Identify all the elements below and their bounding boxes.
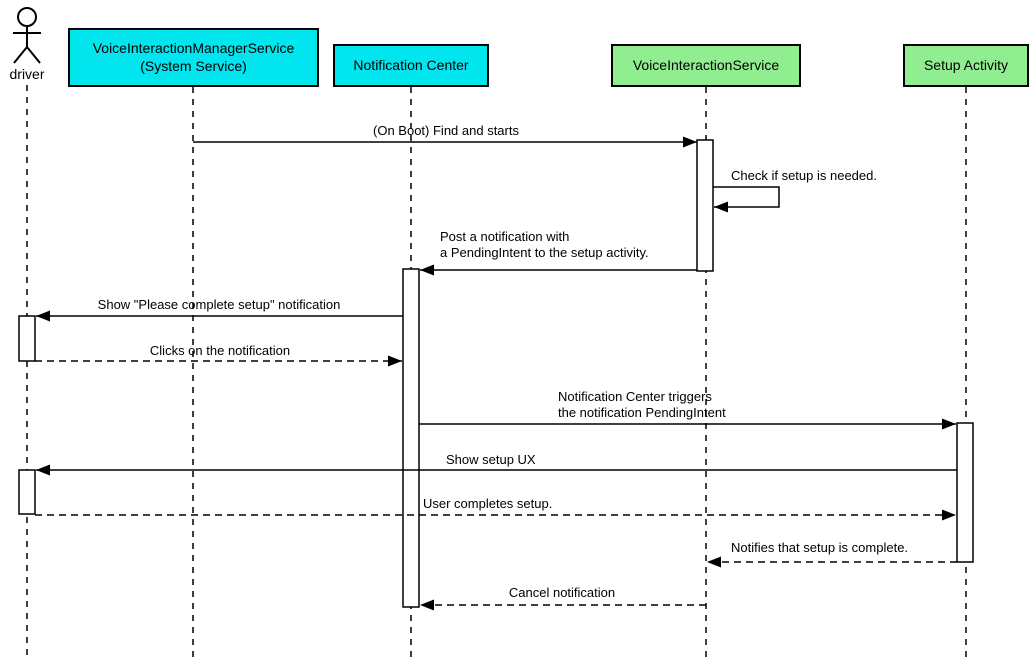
participant-notification-center: Notification Center <box>333 44 489 87</box>
actor-driver-icon <box>13 7 41 64</box>
activation-notification-center <box>402 268 420 608</box>
message-label-clicks-on-notification: Clicks on the notification <box>149 343 291 358</box>
message-label-triggers-pending-intent: Notification Center triggers the notific… <box>558 389 726 420</box>
participant-setup-activity: Setup Activity <box>903 44 1029 87</box>
message-label-on-boot-find-and-starts: (On Boot) Find and starts <box>373 123 519 138</box>
arrow-check-if-setup-needed-self <box>713 186 780 213</box>
actor-driver-label: driver <box>9 66 45 82</box>
message-label-cancel-notification: Cancel notification <box>508 585 616 600</box>
activation-voice-interaction-service <box>696 139 714 272</box>
activation-driver-2 <box>18 469 36 515</box>
message-label-post-notification: Post a notification with a PendingIntent… <box>440 229 649 260</box>
activation-driver-1 <box>18 315 36 362</box>
participant-voice-interaction-service: VoiceInteractionService <box>611 44 801 87</box>
message-label-notifies-setup-complete: Notifies that setup is complete. <box>731 540 909 555</box>
message-label-show-complete-setup-notification: Show "Please complete setup" notificatio… <box>97 297 341 312</box>
message-label-user-completes-setup: User completes setup. <box>423 496 553 511</box>
message-label-check-if-setup-needed: Check if setup is needed. <box>731 168 877 183</box>
activation-setup-activity <box>956 422 974 563</box>
message-arrows <box>35 136 957 611</box>
activation-bars <box>18 139 974 608</box>
participant-voice-interaction-manager-service: VoiceInteractionManagerService (System S… <box>68 28 319 87</box>
message-label-show-setup-ux: Show setup UX <box>446 452 536 467</box>
